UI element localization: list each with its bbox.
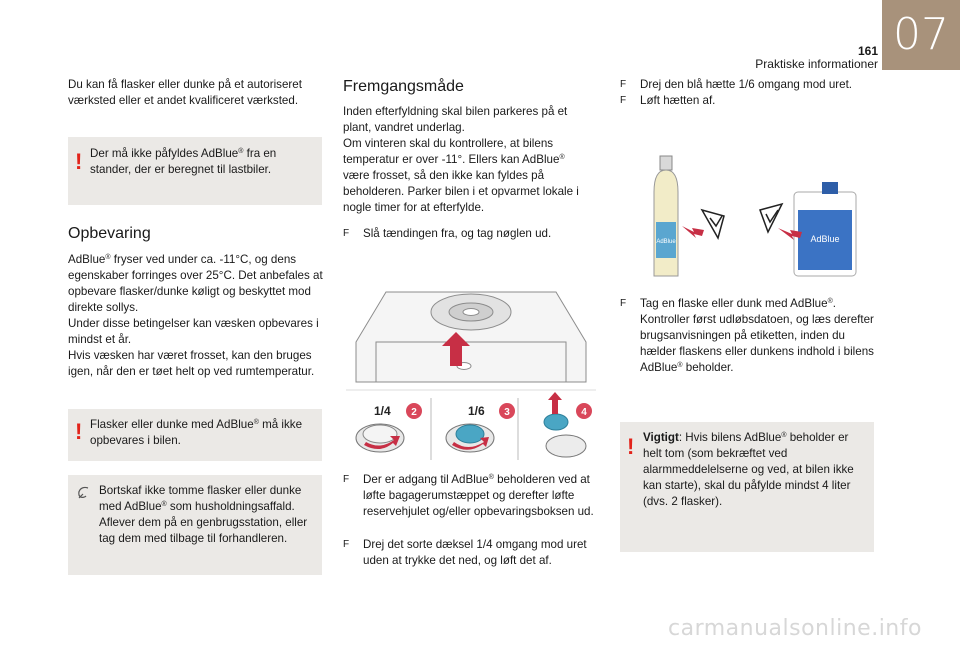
procedure-body: Inden efterfyldning skal bilen parkeres …: [343, 105, 579, 214]
svg-text:AdBlue: AdBlue: [810, 234, 839, 244]
check-mark-icon: [759, 202, 784, 234]
bullet-black-cap: F Drej det sorte dæksel 1/4 omgang mod u…: [343, 538, 587, 567]
step-badge-3: 3: [499, 403, 515, 419]
bullet-lift-cap: F Løft hætten af.: [620, 94, 716, 107]
warning-icon: !: [75, 149, 83, 174]
leaf-icon: [78, 486, 89, 499]
pour-arrow: [682, 226, 704, 238]
turn-arrow: [364, 436, 400, 450]
warning-icon: !: [627, 434, 635, 459]
important-box: ! Vigtigt: Hvis bilens AdBlue® beholder …: [620, 422, 874, 552]
label-sixth: 1/6: [468, 404, 485, 418]
blue-cap-lifted-illustration: [543, 392, 587, 458]
section-title: Praktiske informationer: [755, 57, 878, 71]
bullet-take-bottle: F Tag en flaske eller dunk med AdBlue®. …: [620, 297, 874, 374]
bullet-blue-cap: F Drej den blå hætte 1/6 omgang mod uret…: [620, 78, 853, 91]
warning-box-2: ! Flasker eller dunke med AdBlue® må ikk…: [68, 409, 322, 461]
eco-box: Bortskaf ikke tomme flasker eller dunke …: [68, 475, 322, 575]
step-badge-4: 4: [576, 403, 592, 419]
warning-box-1: ! Der må ikke påfyldes AdBlue® fra en st…: [68, 137, 322, 205]
svg-text:2: 2: [411, 407, 417, 418]
bottle-illustration: AdBlue: [653, 155, 679, 277]
blue-cap-illustration: [445, 423, 495, 453]
label-quarter: 1/4: [374, 404, 391, 418]
check-mark-icon: [700, 208, 725, 240]
step-badge-2: 2: [406, 403, 422, 419]
svg-text:4: 4: [581, 407, 587, 418]
important-text: Vigtigt: Hvis bilens AdBlue® beholder er…: [643, 431, 854, 508]
bullet-ignition: F Slå tændingen fra, og tag nøglen ud.: [343, 227, 552, 240]
svg-text:AdBlue: AdBlue: [656, 239, 676, 245]
bottle-can-figure: AdBlue AdBlue: [653, 155, 857, 277]
page-number: 161: [857, 44, 878, 58]
bullet-access: F Der er adgang til AdBlue® beholderen v…: [343, 473, 594, 518]
chapter-tab: 07: [882, 0, 960, 70]
turn-arrow: [452, 437, 489, 450]
watermark: carmanualsonline.info: [668, 616, 922, 641]
pour-arrow: [778, 228, 802, 240]
warning-text-1: Der må ikke påfyldes AdBlue® fra en stan…: [90, 147, 277, 176]
trunk-cap-figure: 1/4 1/6 2 3 4: [346, 291, 596, 460]
intro-text: Du kan få flasker eller dunke på et auto…: [68, 78, 302, 107]
warning-text-2: Flasker eller dunke med AdBlue® må ikke …: [90, 418, 303, 447]
eco-text: Bortskaf ikke tomme flasker eller dunke …: [99, 484, 308, 545]
lift-arrow: [548, 392, 562, 414]
svg-text:3: 3: [504, 407, 510, 418]
heading-fremgangsmaade: Fremgangsmåde: [343, 78, 464, 95]
black-cap-illustration: [355, 423, 405, 453]
trunk-illustration: [355, 291, 587, 383]
canister-illustration: AdBlue: [793, 182, 857, 277]
heading-opbevaring: Opbevaring: [68, 225, 151, 242]
storage-body: AdBlue® fryser ved under ca. -11°C, og d…: [68, 253, 323, 378]
lift-arrow: [442, 332, 470, 366]
warning-icon: !: [75, 419, 83, 444]
